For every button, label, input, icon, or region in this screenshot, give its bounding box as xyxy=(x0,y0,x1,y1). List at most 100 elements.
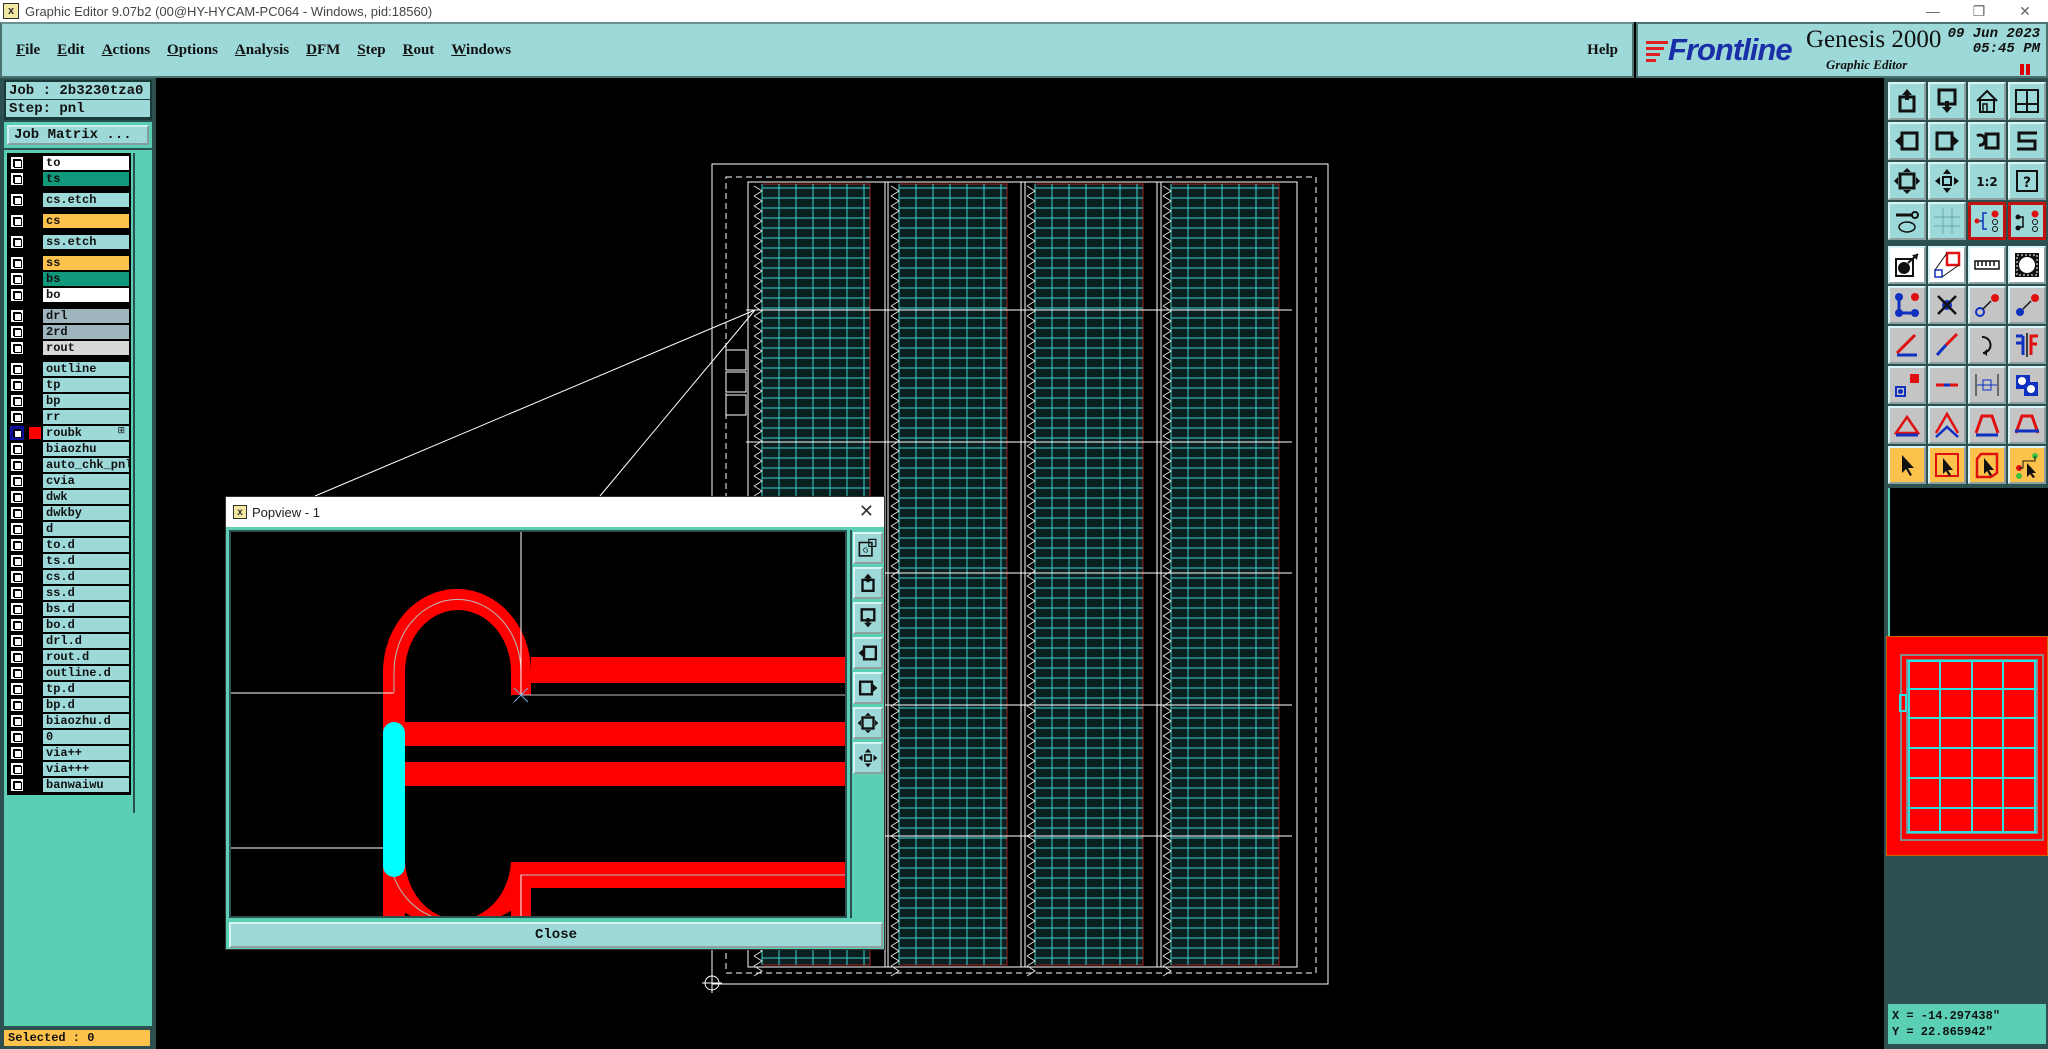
layer-checkbox[interactable] xyxy=(11,779,23,791)
angle-line-button[interactable] xyxy=(1888,326,1926,364)
layer-row[interactable]: bo xyxy=(7,287,131,303)
layer-name[interactable]: ts xyxy=(43,172,129,186)
menu-file[interactable]: File xyxy=(16,41,41,58)
layer-name[interactable]: ss.etch xyxy=(43,235,129,249)
layer-name[interactable]: bo xyxy=(43,288,129,302)
layer-checkbox[interactable] xyxy=(11,342,23,354)
layer-name[interactable]: bs.d xyxy=(43,602,129,616)
zoom-in-button[interactable] xyxy=(1888,82,1926,120)
layer-row[interactable]: cs.etch xyxy=(7,192,131,208)
layer-row[interactable]: drl.d xyxy=(7,633,131,649)
layer-name[interactable]: bo.d xyxy=(43,618,129,632)
layer-name[interactable]: to xyxy=(43,156,129,170)
add-feature-button[interactable] xyxy=(1928,246,1966,284)
layer-checkbox[interactable] xyxy=(11,427,23,439)
menu-actions[interactable]: Actions xyxy=(101,41,151,58)
layer-name[interactable]: bp xyxy=(43,394,129,408)
layer-name[interactable]: d xyxy=(43,522,129,536)
layer-checkbox[interactable] xyxy=(11,683,23,695)
merge-pads-button[interactable] xyxy=(2008,366,2046,404)
layer-checkbox[interactable] xyxy=(11,619,23,631)
grid-button[interactable] xyxy=(1928,202,1966,240)
dimension-button[interactable] xyxy=(1968,366,2006,404)
minimize-icon[interactable]: — xyxy=(1926,3,1940,19)
layer-name[interactable]: biaozhu.d xyxy=(43,714,129,728)
layer-row[interactable]: ss xyxy=(7,255,131,271)
layer-name[interactable]: rout.d xyxy=(43,650,129,664)
arc-round-button[interactable] xyxy=(1968,406,2006,444)
layer-checkbox[interactable] xyxy=(11,747,23,759)
popview-canvas[interactable] xyxy=(229,530,847,918)
net-connectivity-button[interactable] xyxy=(1968,202,2006,240)
layer-name[interactable]: tp xyxy=(43,378,129,392)
layer-checkbox[interactable] xyxy=(11,651,23,663)
layer-row[interactable]: ts xyxy=(7,171,131,187)
popview-zoom-in-button[interactable] xyxy=(853,567,883,599)
layer-name[interactable]: cs.etch xyxy=(43,193,129,207)
layer-name[interactable]: drl.d xyxy=(43,634,129,648)
menu-edit[interactable]: Edit xyxy=(57,41,85,58)
layer-checkbox[interactable] xyxy=(11,173,23,185)
layer-name[interactable]: drl xyxy=(43,309,129,323)
move-node-button[interactable] xyxy=(2008,286,2046,324)
layer-row[interactable]: biaozhu xyxy=(7,441,131,457)
layer-row[interactable]: cs.d xyxy=(7,569,131,585)
layer-checkbox[interactable] xyxy=(11,731,23,743)
measure-ruler-button[interactable] xyxy=(1968,246,2006,284)
net-highlight-button[interactable] xyxy=(2008,202,2046,240)
layer-name[interactable]: bs xyxy=(43,272,129,286)
move-endpoint-button[interactable] xyxy=(1968,286,2006,324)
close-icon[interactable]: ✕ xyxy=(2019,2,2031,19)
layer-name[interactable]: ss xyxy=(43,256,129,270)
layer-row[interactable]: auto_chk_pnl xyxy=(7,457,131,473)
layer-checkbox[interactable] xyxy=(11,539,23,551)
layer-row[interactable]: banwaiwu xyxy=(7,777,131,793)
layer-name[interactable]: to.d xyxy=(43,538,129,552)
scale-button[interactable]: 1:2 xyxy=(1968,162,2006,200)
layer-checkbox[interactable] xyxy=(11,257,23,269)
layer-name[interactable]: 2rd xyxy=(43,325,129,339)
layer-checkbox[interactable] xyxy=(11,411,23,423)
popview-pan-left-button[interactable] xyxy=(853,637,883,669)
layer-checkbox[interactable] xyxy=(11,715,23,727)
layer-name[interactable]: banwaiwu xyxy=(43,778,129,792)
layer-name[interactable]: rr xyxy=(43,410,129,424)
layer-row[interactable]: via+++ xyxy=(7,761,131,777)
overview-map[interactable] xyxy=(1886,636,2048,856)
layer-row[interactable]: ts.d xyxy=(7,553,131,569)
menu-help[interactable]: Help xyxy=(1587,41,1618,58)
popview-titlebar[interactable]: x Popview - 1 ✕ xyxy=(226,497,884,527)
pad-outline-button[interactable] xyxy=(2008,246,2046,284)
layer-checkbox[interactable] xyxy=(11,194,23,206)
layer-row[interactable]: drl xyxy=(7,308,131,324)
layer-checkbox[interactable] xyxy=(11,395,23,407)
layer-row[interactable]: ss.d xyxy=(7,585,131,601)
help-button[interactable]: ? xyxy=(2008,162,2046,200)
layer-name[interactable]: ts.d xyxy=(43,554,129,568)
layer-row[interactable]: d xyxy=(7,521,131,537)
rotate-button[interactable] xyxy=(1968,326,2006,364)
layer-checkbox[interactable] xyxy=(11,379,23,391)
layer-checkbox[interactable] xyxy=(11,763,23,775)
layer-checkbox[interactable] xyxy=(11,699,23,711)
menu-step[interactable]: Step xyxy=(357,41,386,58)
layer-name[interactable]: biaozhu xyxy=(43,442,129,456)
layer-row[interactable]: cs xyxy=(7,213,131,229)
layer-row[interactable]: bo.d xyxy=(7,617,131,633)
undo-zoom-button[interactable] xyxy=(1968,122,2006,160)
move-pad-button[interactable] xyxy=(1888,366,1926,404)
layer-checkbox[interactable] xyxy=(11,523,23,535)
layer-expand-icon[interactable]: ⊞ xyxy=(117,426,125,436)
layer-row[interactable]: tp xyxy=(7,377,131,393)
layer-checkbox[interactable] xyxy=(11,603,23,615)
layer-row[interactable]: bp xyxy=(7,393,131,409)
layer-name[interactable]: auto_chk_pnl xyxy=(43,458,129,472)
layer-row[interactable]: cvia xyxy=(7,473,131,489)
layer-checkbox[interactable] xyxy=(11,273,23,285)
layer-name[interactable]: ss.d xyxy=(43,586,129,600)
layer-name[interactable]: dwkby xyxy=(43,506,129,520)
popview-zoom-center-button[interactable] xyxy=(853,742,883,774)
layer-row[interactable]: roubk⊞ xyxy=(7,425,131,441)
layer-name[interactable]: 0 xyxy=(43,730,129,744)
layer-checkbox[interactable] xyxy=(11,491,23,503)
